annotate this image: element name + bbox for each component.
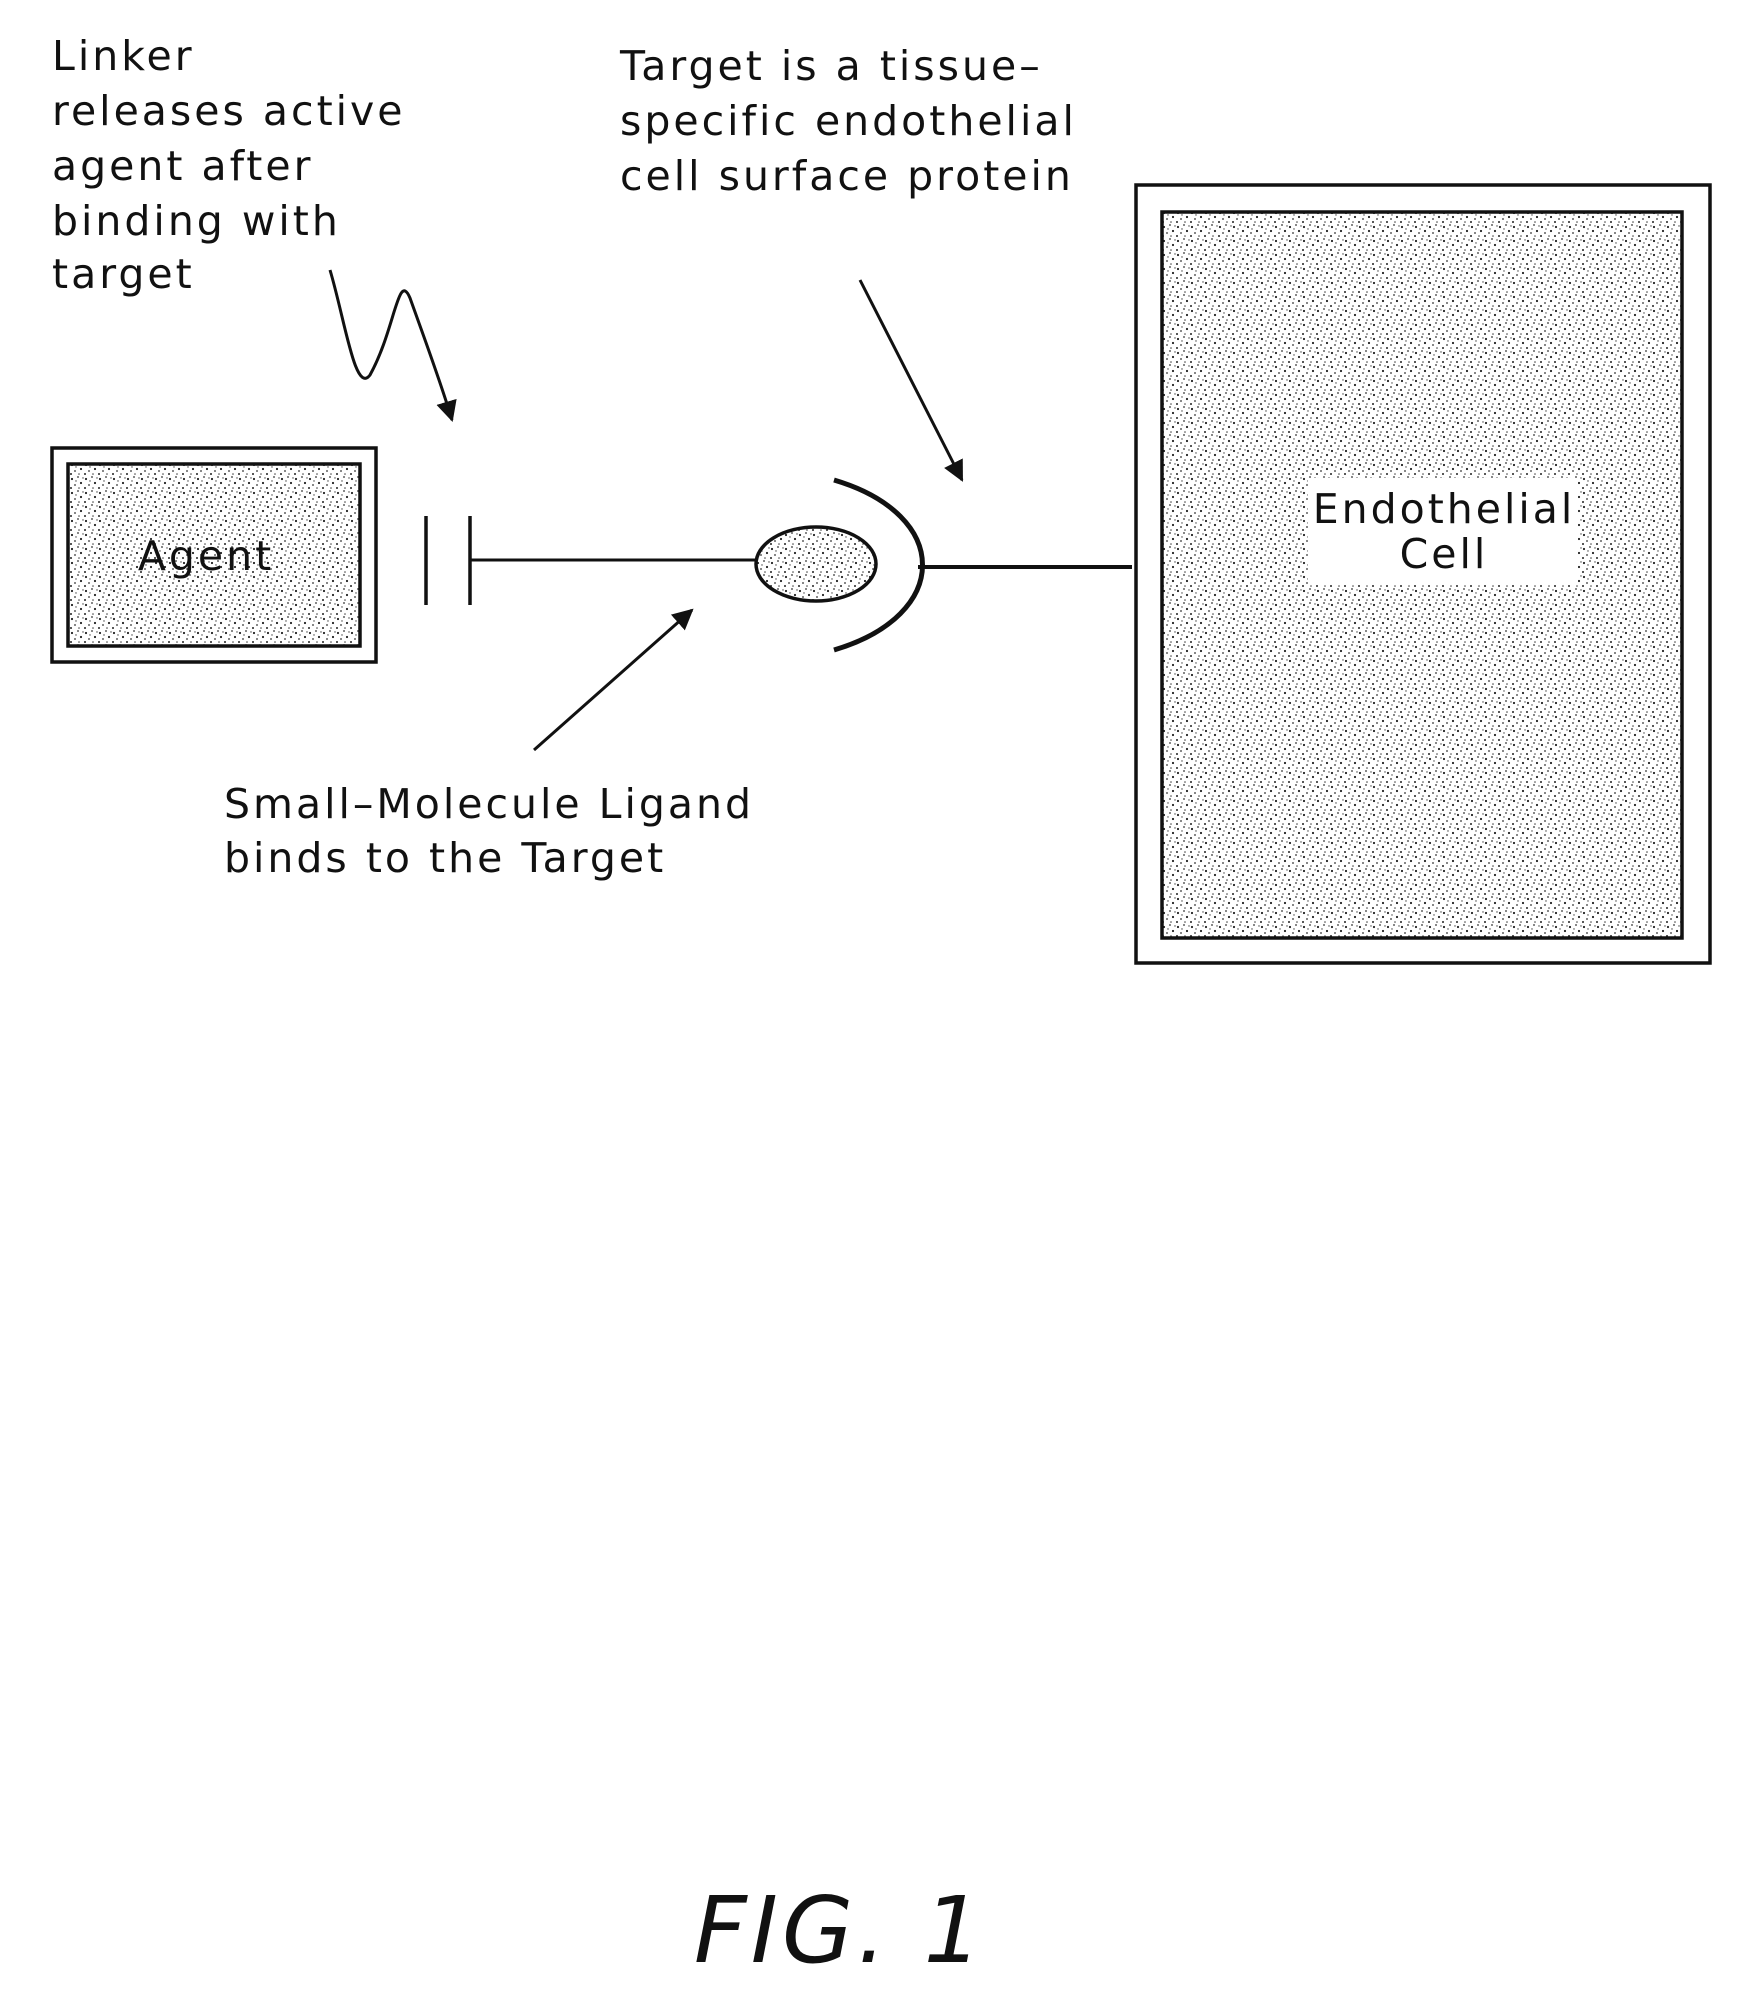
- linker-symbol: [426, 516, 470, 605]
- target-label-line-2: specific endothelial: [620, 97, 1077, 145]
- target-label-line-1: Target is a tissue–: [619, 42, 1043, 90]
- linker-label-line-2: releases active: [52, 87, 406, 135]
- target-pointer-arrow: [860, 280, 962, 480]
- linker-annotation: Linker releases active agent after bindi…: [52, 32, 452, 420]
- ligand-pointer-arrow: [534, 610, 692, 750]
- target-label-line-3: cell surface protein: [620, 152, 1074, 200]
- ligand-label-line-2: binds to the Target: [224, 834, 666, 882]
- ligand-label-line-1: Small–Molecule Ligand: [224, 780, 754, 828]
- linker-pointer-arrow: [330, 270, 452, 420]
- linker-label-line-3: agent after: [52, 142, 313, 190]
- linker-label-line-4: binding with: [52, 197, 341, 245]
- endothelial-cell-box: Endothelial Cell: [1136, 185, 1710, 963]
- agent-box: Agent: [52, 448, 376, 662]
- figure-caption: FIG. 1: [694, 1877, 986, 1984]
- endothelial-cell-label-line-2: Cell: [1400, 530, 1489, 578]
- linker-label-line-1: Linker: [52, 32, 195, 80]
- ligand-shape: [756, 527, 876, 601]
- endothelial-cell-label-line-1: Endothelial: [1313, 485, 1576, 533]
- agent-label: Agent: [138, 532, 274, 580]
- linker-label-line-5: target: [52, 250, 195, 298]
- target-annotation: Target is a tissue– specific endothelial…: [619, 42, 1077, 480]
